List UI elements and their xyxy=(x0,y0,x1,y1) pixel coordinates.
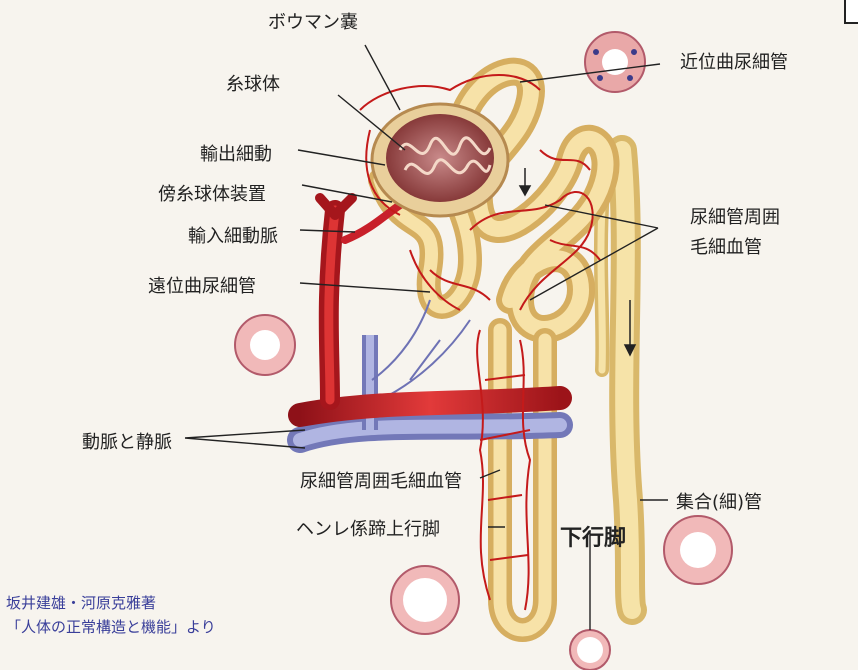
credit-source: 「人体の正常構造と機能」より xyxy=(6,616,216,637)
label-efferent-arteriole: 輸出細動 xyxy=(200,140,272,166)
label-henle-ascending: ヘンレ係蹄上行脚 xyxy=(296,515,440,541)
cross-section-henle xyxy=(391,566,459,634)
label-distal-tubule: 遠位曲尿細管 xyxy=(148,272,256,298)
label-glomerulus: 糸球体 xyxy=(226,70,280,96)
label-peritubular-capillary-bottom: 尿細管周囲毛細血管 xyxy=(300,467,462,493)
label-descending-limb: 下行脚 xyxy=(560,520,626,552)
label-peritubular-capillary-right-1: 尿細管周囲 xyxy=(690,203,780,229)
label-peritubular-capillary-right-2: 毛細血管 xyxy=(690,233,762,259)
label-artery-vein: 動脈と静脈 xyxy=(82,428,172,454)
label-proximal-tubule: 近位曲尿細管 xyxy=(680,48,788,74)
frame-corner xyxy=(844,0,858,24)
glomerulus xyxy=(372,104,508,216)
label-collecting-duct: 集合(細)管 xyxy=(676,488,762,514)
cross-section-collecting xyxy=(664,516,732,584)
cross-section-descending xyxy=(570,630,610,670)
label-juxtaglomerular-apparatus: 傍糸球体装置 xyxy=(158,180,266,206)
cross-section-distal xyxy=(235,315,295,375)
label-bowman-capsule: ボウマン嚢 xyxy=(268,8,358,34)
label-afferent-arteriole: 輸入細動脈 xyxy=(188,222,278,248)
cross-section-proximal xyxy=(585,32,645,92)
credit-authors: 坂井建雄・河原克雅著 xyxy=(6,592,156,613)
